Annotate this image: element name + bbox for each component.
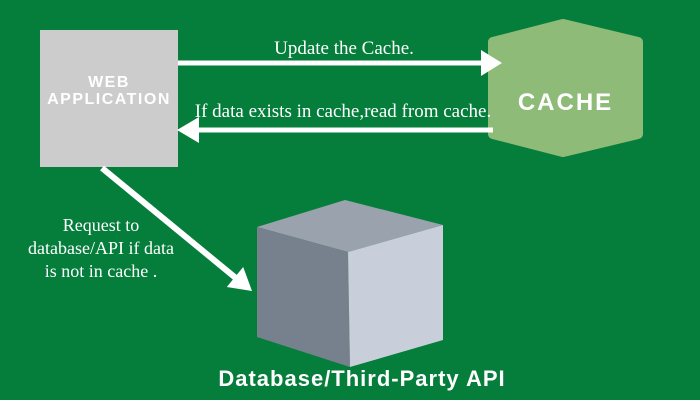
cache-node-shape [488,19,643,157]
edge-request-db-label-line1: Request to [62,215,140,235]
database-cube-icon [257,200,443,367]
edge-request-db-label-line3: is not in cache . [44,261,158,281]
cache-hexagon-icon [488,19,643,157]
web-app-node: WEB APPLICATION [40,30,178,167]
web-app-label-line2: APPLICATION [47,91,171,108]
cube-top-face [257,200,443,252]
web-app-label-line1: WEB [88,74,130,91]
edge-update-cache-label: Update the Cache. [274,38,414,59]
edge-request-db-label: Request to database/API if data is not i… [8,214,194,283]
database-label: Database/Third-Party API [218,366,506,391]
cube-left-face [257,227,350,367]
edge-read-cache-label: If data exists in cache,read from cache. [194,101,492,122]
request-db-arrowhead-icon [226,267,252,291]
cube-right-face [348,225,443,367]
edge-request-db-label-line2: database/API if data [28,238,174,258]
cache-node-label: CACHE [517,89,614,116]
